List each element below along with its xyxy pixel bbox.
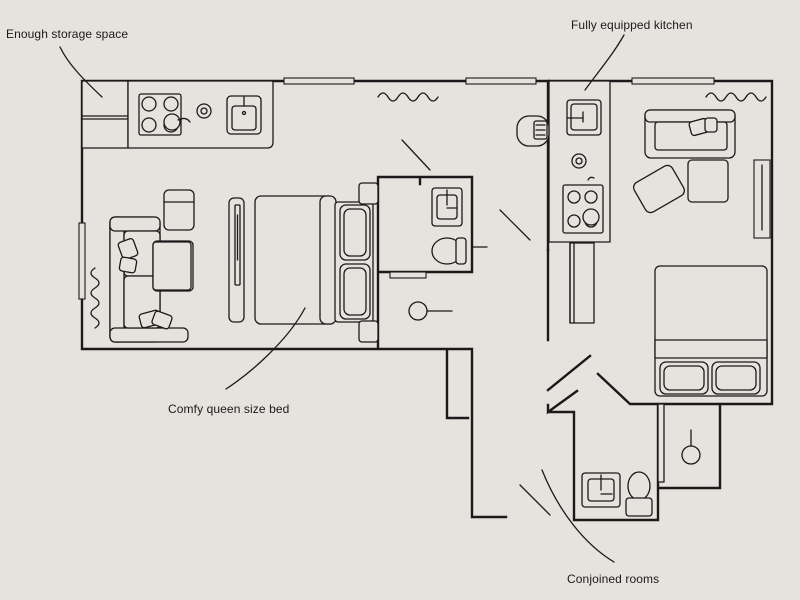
conjoined-leader-line [541, 469, 615, 563]
tv-unit [228, 197, 245, 323]
radiator [705, 92, 767, 102]
armchair-right [632, 164, 686, 214]
kitchen-annotation: Fully equipped kitchen [571, 18, 693, 32]
storage-annotation: Enough storage space [6, 27, 129, 41]
coffee-table-right [687, 159, 729, 203]
bed-leader-line [225, 307, 306, 390]
armchair [163, 189, 195, 231]
window [465, 77, 537, 85]
storage-leader-line [59, 46, 103, 98]
window [283, 77, 355, 85]
kitchen-counter-left [127, 80, 274, 149]
window [631, 77, 715, 85]
radiator [90, 267, 100, 329]
radiator [377, 92, 439, 102]
kitchen-right [516, 80, 611, 324]
queen-bed [254, 182, 379, 343]
storage-closet [81, 80, 129, 149]
window [78, 222, 86, 300]
bathroom-right [519, 403, 701, 517]
sofa-right [644, 109, 736, 159]
kettle [163, 113, 191, 131]
right-unit-walls [546, 79, 774, 522]
kitchen-leader-line [584, 34, 625, 91]
conjoined-rooms-annotation: Conjoined rooms [567, 572, 660, 586]
bed-annotation: Comfy queen size bed [168, 402, 290, 416]
left-unit [78, 77, 551, 519]
queen-bed-right [654, 265, 768, 397]
bathroom-left [389, 139, 531, 321]
right-unit [516, 77, 774, 522]
coffee-table [152, 241, 192, 291]
